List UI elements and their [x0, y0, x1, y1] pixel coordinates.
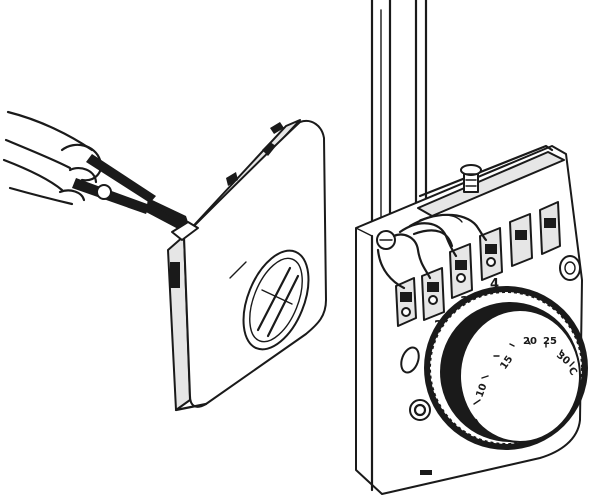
wiring [376, 213, 488, 290]
dial-scale-20: 20 [523, 336, 537, 347]
dial-scale-25: 25 [543, 336, 557, 347]
terminal-block [395, 201, 561, 327]
hand-with-pliers [2, 110, 190, 230]
temperature-dial [424, 286, 588, 450]
thermostat-cover [167, 119, 327, 412]
wall-conduit [370, 0, 428, 238]
terminal-label-4: 4 [490, 277, 499, 292]
dial-scale-10: 10 [474, 382, 489, 399]
